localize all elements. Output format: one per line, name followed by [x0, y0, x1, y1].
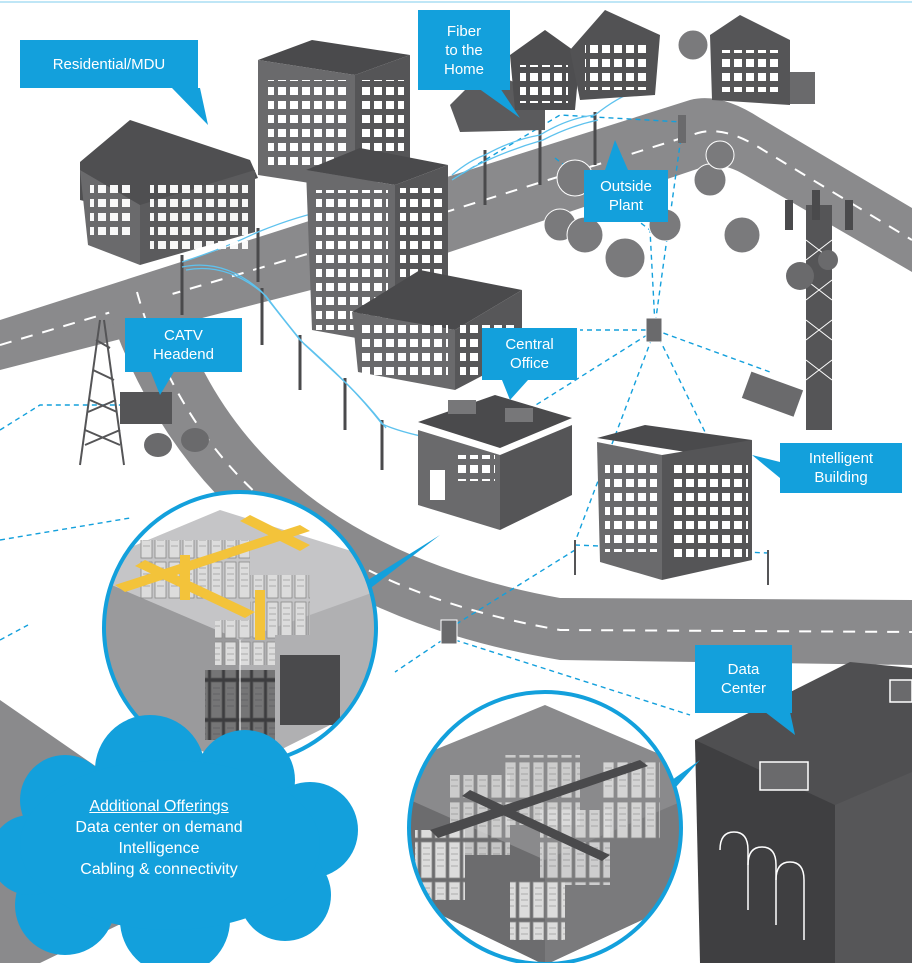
network-links [0, 114, 771, 716]
trees [543, 29, 761, 279]
central-office-interior [102, 490, 378, 766]
label-outside-plant-line-2: Plant [608, 197, 644, 214]
central-office-building [418, 395, 572, 530]
satellite-dish-1 [144, 433, 172, 457]
label-data-center-line-2: Center [720, 680, 767, 697]
label-outside-plant-line-1: Outside [600, 178, 652, 195]
co-pointer [355, 535, 440, 600]
satellite-dish-2 [181, 428, 209, 452]
data-center-interior [407, 690, 683, 963]
utility-poles [180, 112, 597, 470]
label-data-center: Data Center [695, 645, 792, 713]
label-intelligent-building: Intelligent Building [780, 443, 902, 493]
label-catv-line-2: Headend [153, 346, 214, 363]
label-outside-plant: Outside Plant [584, 170, 668, 222]
tall-building-back [258, 40, 410, 190]
catv-shelter [120, 392, 172, 424]
data-center-building [695, 662, 912, 963]
callout-pointers [150, 88, 795, 735]
label-fiber-line-2: to the [445, 41, 483, 59]
additional-offerings-text: Additional Offerings Data center on dema… [0, 796, 318, 880]
label-intelligent-building-line-2: Building [814, 469, 868, 486]
residential-building [80, 120, 258, 265]
label-catv-line-1: CATV [164, 327, 203, 344]
offering-item-data-center: Data center on demand [75, 819, 243, 836]
label-fiber-line-1: Fiber [446, 22, 482, 40]
cell-tower [741, 190, 853, 430]
offering-item-cabling: Cabling & connectivity [80, 861, 238, 878]
label-fiber-to-the-home: Fiber to the Home [418, 10, 510, 90]
street-cabinet-3 [678, 115, 686, 143]
label-fiber-line-3: Home [443, 60, 484, 78]
intelligent-building-drawing [597, 425, 752, 580]
street-cabinet-2 [440, 619, 458, 645]
catv-tower [79, 319, 125, 466]
label-central-office: Central Office [482, 328, 577, 380]
label-intelligent-building-line-1: Intelligent [808, 450, 874, 467]
offerings-cloud [0, 715, 358, 963]
offerings-heading: Additional Offerings [89, 798, 229, 815]
street-cabinet-1 [645, 317, 663, 343]
label-central-office-line-1: Central [505, 336, 554, 353]
fiber-homes [450, 10, 815, 132]
label-data-center-line-1: Data [727, 661, 760, 678]
label-residential-mdu-text: Residential/MDU [52, 55, 166, 73]
label-central-office-line-2: Office [510, 355, 549, 372]
label-catv-headend: CATV Headend [125, 318, 242, 372]
label-residential-mdu: Residential/MDU [20, 40, 198, 88]
offering-item-intelligence: Intelligence [118, 840, 200, 857]
cables [181, 69, 641, 439]
